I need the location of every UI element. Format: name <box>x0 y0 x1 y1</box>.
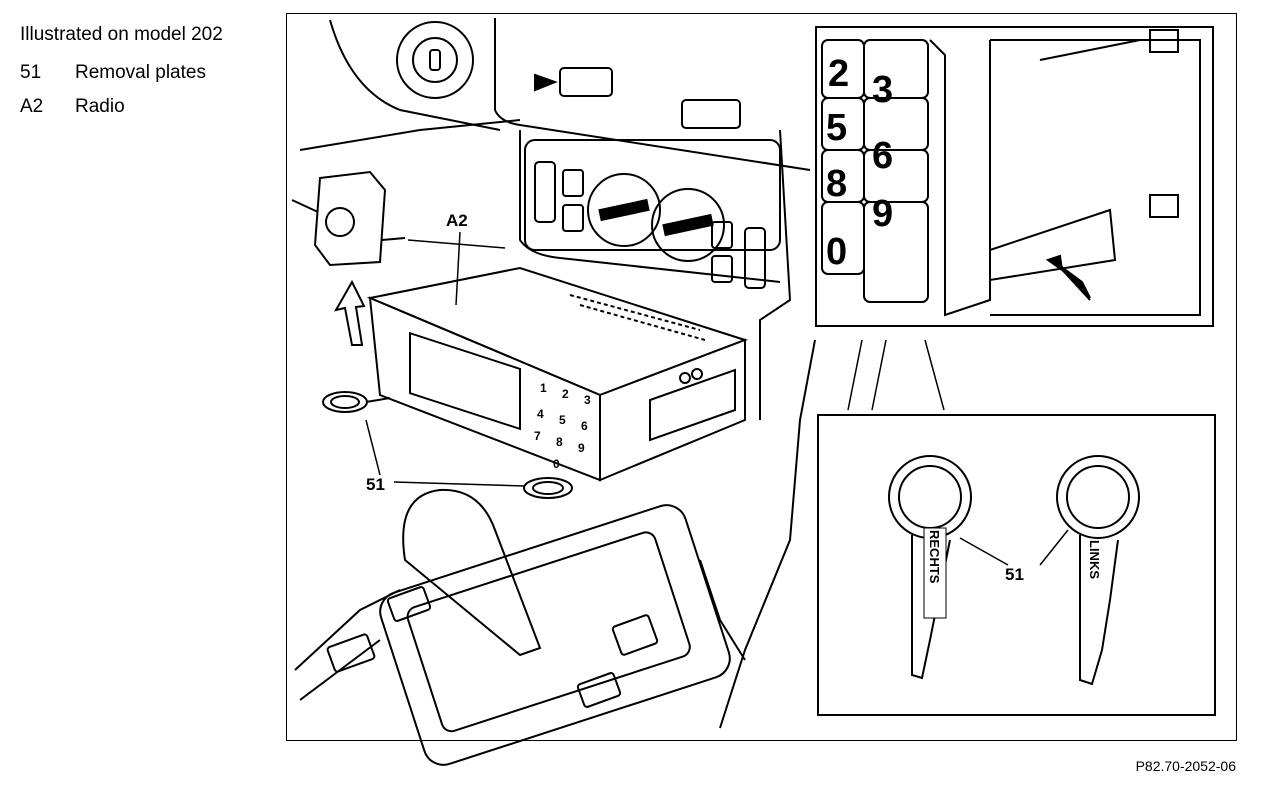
ignition-lock <box>396 21 474 99</box>
detail-key-0: 0 <box>826 231 847 273</box>
drawing-reference: P82.70-2052-06 <box>1135 758 1236 774</box>
radio-key-6: 6 <box>581 419 588 433</box>
radio-key-2: 2 <box>562 387 569 401</box>
tool-label-links: LINKS <box>1087 540 1102 579</box>
detail-key-5: 5 <box>826 107 847 149</box>
radio-key-8: 8 <box>556 435 563 449</box>
legend-title: Illustrated on model 202 <box>20 24 223 45</box>
legend-label: Radio <box>75 96 125 117</box>
air-vents <box>534 67 741 129</box>
radio-key-1: 1 <box>540 381 547 395</box>
radio-key-5: 5 <box>559 413 566 427</box>
radio-key-7: 7 <box>534 429 541 443</box>
callout-lines-main <box>365 231 526 487</box>
gear-shifter <box>379 488 731 766</box>
inset-connector-lines <box>847 339 945 411</box>
detail-key-3: 3 <box>872 69 893 111</box>
radio-keypad: 1 2 3 4 5 6 7 8 9 0 <box>534 381 591 471</box>
detail-key-6: 6 <box>872 135 893 177</box>
callout-51-main: 51 <box>366 475 385 494</box>
legend-label: Removal plates <box>75 62 206 83</box>
callout-lines-detail <box>959 529 1069 566</box>
radio-key-9: 9 <box>578 441 585 455</box>
button-pad <box>291 170 406 267</box>
radio-key-0: 0 <box>553 457 560 471</box>
detail-key-9: 9 <box>872 193 893 235</box>
detail-keypad-drawing <box>821 29 1201 317</box>
callout-51-detail: 51 <box>1005 565 1024 584</box>
removal-plate-main <box>322 391 573 499</box>
detail-key-8: 8 <box>826 163 847 205</box>
tool-label-rechts: RECHTS <box>927 530 942 584</box>
climate-control-panel <box>524 139 781 289</box>
radio-key-4: 4 <box>537 407 544 421</box>
radio-key-3: 3 <box>584 393 591 407</box>
detail-inset-keypad <box>815 26 1214 327</box>
console-buttons <box>326 586 659 708</box>
legend-item-51: 51 Removal plates <box>20 62 206 84</box>
legend-code: 51 <box>20 62 42 83</box>
callout-a2: A2 <box>446 211 468 230</box>
detail-key-2: 2 <box>828 53 849 95</box>
removal-tool-left <box>888 455 972 680</box>
figure-frame <box>286 13 1237 741</box>
removal-tool-right <box>1056 455 1140 686</box>
arrow-up-icon <box>334 279 366 346</box>
radio-unit <box>366 266 749 482</box>
legend-item-a2: A2 Radio <box>20 96 125 118</box>
detail-inset-tools <box>817 414 1216 716</box>
legend-code: A2 <box>20 96 44 117</box>
